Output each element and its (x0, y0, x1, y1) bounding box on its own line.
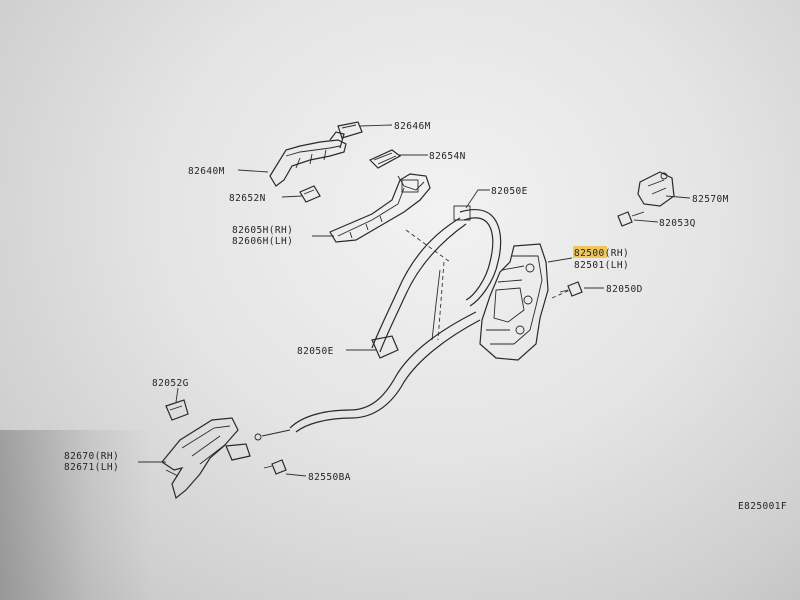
screw-82053Q (617, 211, 645, 227)
bolt-82050D (559, 281, 583, 297)
handle-cap-82646M (337, 121, 363, 139)
striker-82570M (637, 171, 675, 207)
label-82550BA: 82550BA (308, 472, 351, 483)
label-82654N: 82654N (429, 151, 466, 162)
label-82053Q: 82053Q (659, 218, 696, 229)
label-82050E-top: 82050E (491, 186, 528, 197)
screen-glare (0, 430, 150, 600)
rod-cable-82050E-upper (371, 205, 502, 359)
label-82640M: 82640M (188, 166, 225, 177)
label-82501: 82501(LH) (574, 260, 629, 271)
label-82646M: 82646M (394, 121, 431, 132)
label-82652N: 82652N (229, 193, 266, 204)
label-82671: 82671(LH) (64, 462, 119, 473)
screw-82550BA (263, 459, 287, 475)
label-82050D: 82050D (606, 284, 643, 295)
leader-dash-1 (405, 229, 451, 263)
gasket-82652N (299, 185, 321, 203)
leader-dash-3 (551, 289, 571, 299)
diagram-reference-code: E825001F (738, 501, 787, 512)
part-number-highlight (573, 246, 607, 258)
leader-dash-2 (437, 261, 445, 341)
label-82670: 82670(RH) (64, 451, 119, 462)
gasket-82654N (368, 149, 402, 169)
outside-handle-82640M (269, 131, 347, 187)
label-82605H: 82605H(RH) (232, 225, 293, 236)
label-82050E-mid: 82050E (297, 346, 334, 357)
inside-handle-82670 (161, 417, 251, 500)
clip-82052G (165, 399, 189, 421)
leader-lines (138, 124, 691, 477)
door-lock-actuator-82500 (479, 243, 549, 361)
label-82606H: 82606H(LH) (232, 236, 293, 247)
rod (431, 269, 441, 341)
rod-cable-82050E-lower (254, 311, 481, 441)
label-82570M: 82570M (692, 194, 729, 205)
label-82052G: 82052G (152, 378, 189, 389)
handle-bracket-82605H (329, 173, 431, 243)
label-82500: 82500(RH) (574, 248, 629, 259)
